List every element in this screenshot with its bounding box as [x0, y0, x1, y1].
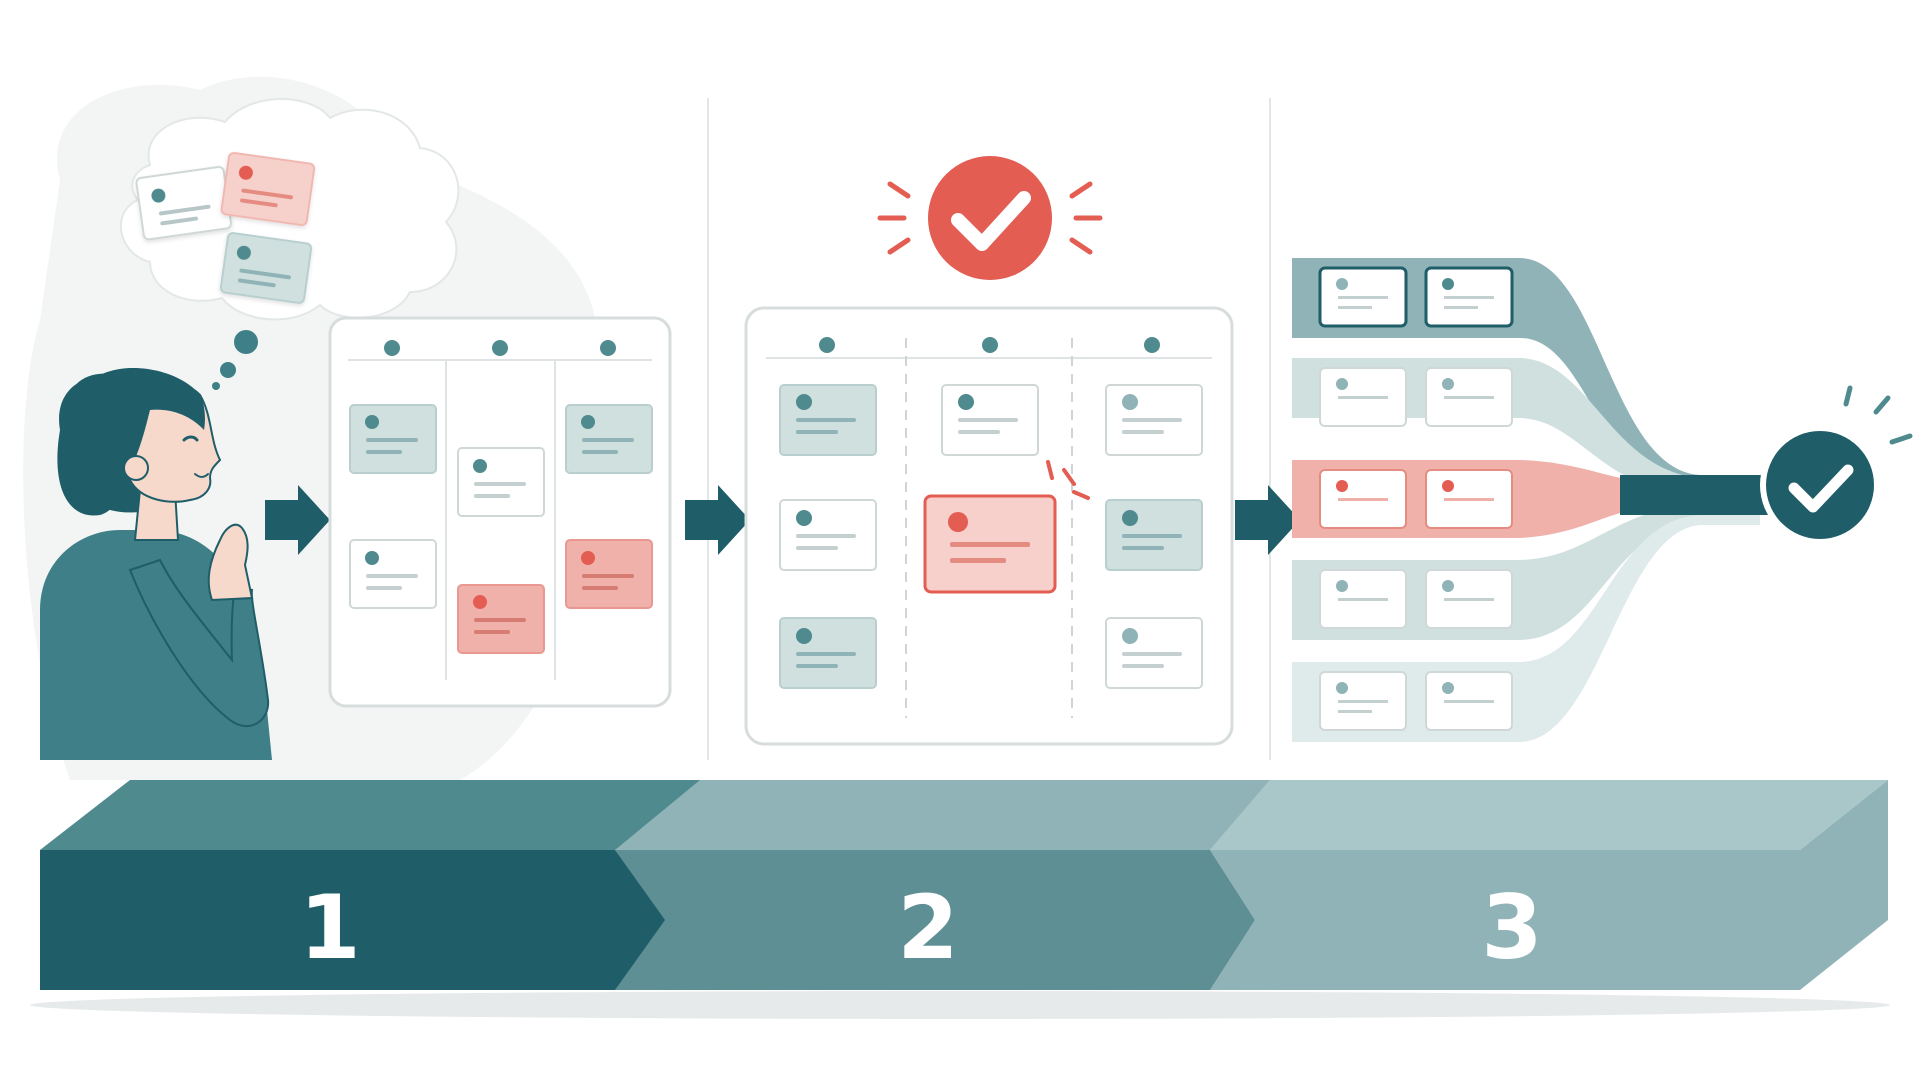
- task-card: [779, 384, 877, 456]
- alert-spark-icon: [1046, 460, 1090, 500]
- card-row-highlighted: [1319, 469, 1513, 529]
- arrow-right-icon: [1235, 485, 1300, 555]
- step-segment-2: [615, 780, 1270, 990]
- task-card: [779, 499, 877, 571]
- check-circle-icon: [877, 156, 1103, 280]
- task-card-highlighted: [923, 494, 1057, 594]
- task-card: [779, 617, 877, 689]
- task-card: [457, 584, 545, 654]
- thought-bubble-icon: [120, 98, 460, 321]
- check-circle-icon: [1760, 385, 1913, 545]
- task-card: [349, 539, 437, 609]
- task-card: [941, 384, 1039, 456]
- thought-dot-large: [234, 330, 258, 354]
- task-card: [565, 404, 653, 474]
- task-card: [1105, 384, 1203, 456]
- task-card: [1105, 617, 1203, 689]
- card-row: [1319, 671, 1513, 731]
- card-row: [1318, 266, 1514, 328]
- person-thinking-icon: [40, 367, 272, 760]
- kanban-board-icon: [328, 316, 672, 708]
- card-row: [1319, 367, 1513, 427]
- thought-dot-small: [212, 382, 220, 390]
- step-segment-3: [1210, 780, 1888, 990]
- task-card: [1105, 499, 1203, 571]
- card-row: [1319, 569, 1513, 629]
- funnel-merge-icon: [1292, 258, 1770, 742]
- step-bar: 1 2 3: [30, 780, 1890, 1019]
- step-number-1: 1: [299, 876, 360, 979]
- step-number-3: 3: [1481, 876, 1542, 979]
- arrow-right-icon: [265, 485, 330, 555]
- task-card: [349, 404, 437, 474]
- kanban-board-icon: [744, 306, 1234, 746]
- task-card: [457, 447, 545, 517]
- step-number-2: 2: [897, 876, 958, 979]
- thought-dot-medium: [220, 362, 236, 378]
- task-card: [565, 539, 653, 609]
- step-segment-1: [40, 780, 700, 990]
- arrow-right-icon: [685, 485, 750, 555]
